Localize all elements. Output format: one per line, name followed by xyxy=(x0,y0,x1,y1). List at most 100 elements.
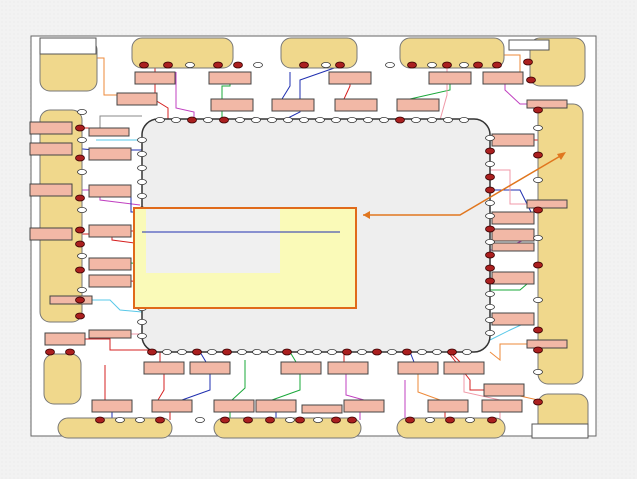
pin xyxy=(347,117,357,124)
wire xyxy=(463,374,501,401)
corner-box xyxy=(39,37,97,55)
label-box xyxy=(526,199,568,209)
pin xyxy=(137,150,147,157)
pin xyxy=(253,62,263,69)
pin xyxy=(267,348,277,355)
pin xyxy=(485,160,495,167)
pin xyxy=(411,117,421,124)
label-box xyxy=(526,99,568,109)
connector-dot xyxy=(163,61,173,69)
label-box xyxy=(29,183,73,197)
connector-dot xyxy=(299,61,309,69)
label-box xyxy=(91,399,133,413)
pin xyxy=(195,416,205,423)
pad-block xyxy=(39,109,83,323)
wire xyxy=(92,299,143,313)
connector-dot xyxy=(445,416,455,424)
label-box xyxy=(151,399,193,413)
label-box xyxy=(526,339,568,349)
pin xyxy=(485,238,495,245)
annotation-layer xyxy=(133,152,566,309)
label-box xyxy=(208,71,252,85)
pin xyxy=(185,62,195,69)
connector-dot xyxy=(75,124,85,132)
connector-dot xyxy=(335,61,345,69)
label-box xyxy=(29,142,73,156)
connector-dot xyxy=(347,416,357,424)
label-box xyxy=(116,92,158,106)
pad-block xyxy=(131,37,234,69)
pin xyxy=(137,164,147,171)
connector-dot xyxy=(213,61,223,69)
pin xyxy=(533,125,543,132)
pin xyxy=(137,332,147,339)
label-box xyxy=(334,98,378,112)
pin xyxy=(425,416,435,423)
label-box xyxy=(143,361,185,375)
pin xyxy=(485,329,495,336)
connector-dot xyxy=(526,76,536,84)
connector-dot xyxy=(75,194,85,202)
pad-block xyxy=(43,353,82,405)
pin xyxy=(77,206,87,213)
label-box xyxy=(213,399,255,413)
pin xyxy=(533,234,543,241)
wire xyxy=(99,115,142,128)
connector-dot xyxy=(282,348,292,356)
connector-dot xyxy=(485,225,495,233)
connector-dot xyxy=(372,348,382,356)
corner-box xyxy=(531,423,589,439)
pin xyxy=(267,117,277,124)
connector-dot xyxy=(533,398,543,406)
wire xyxy=(283,65,341,121)
wire xyxy=(490,169,527,205)
connector-dot xyxy=(192,348,202,356)
pin xyxy=(427,62,437,69)
pin xyxy=(297,348,307,355)
pin xyxy=(331,117,341,124)
pin xyxy=(459,117,469,124)
wire xyxy=(181,374,211,401)
pin xyxy=(427,117,437,124)
pin xyxy=(533,296,543,303)
label-box xyxy=(29,121,73,135)
connector-dot xyxy=(407,61,417,69)
pin xyxy=(171,117,181,124)
connector-dot xyxy=(485,264,495,272)
pin xyxy=(485,290,495,297)
connector-dot xyxy=(533,206,543,214)
pin xyxy=(77,168,87,175)
label-box xyxy=(443,361,485,375)
pad-block xyxy=(399,37,505,69)
pin xyxy=(313,416,323,423)
connector-dot xyxy=(473,61,483,69)
label-box xyxy=(189,361,231,375)
label-box xyxy=(301,404,343,414)
pin xyxy=(162,348,172,355)
pin xyxy=(357,348,367,355)
pin xyxy=(207,348,217,355)
label-box xyxy=(481,399,523,413)
pin xyxy=(237,348,247,355)
wire xyxy=(85,338,152,351)
label-box xyxy=(255,399,297,413)
connector-dot xyxy=(147,348,157,356)
label-box xyxy=(491,211,535,225)
connector-dot xyxy=(402,348,412,356)
label-box xyxy=(88,147,132,161)
label-box xyxy=(88,184,132,198)
connector-dot xyxy=(533,346,543,354)
pin xyxy=(485,303,495,310)
label-box xyxy=(88,224,132,238)
connector-dot xyxy=(533,106,543,114)
highlighted-region-core xyxy=(146,208,280,273)
pin xyxy=(137,192,147,199)
connector-dot xyxy=(265,416,275,424)
pad-layer xyxy=(39,37,589,439)
connector-dot xyxy=(485,251,495,259)
connector-dot xyxy=(485,147,495,155)
label-box xyxy=(491,271,535,285)
label-box xyxy=(491,312,535,326)
pin xyxy=(77,252,87,259)
